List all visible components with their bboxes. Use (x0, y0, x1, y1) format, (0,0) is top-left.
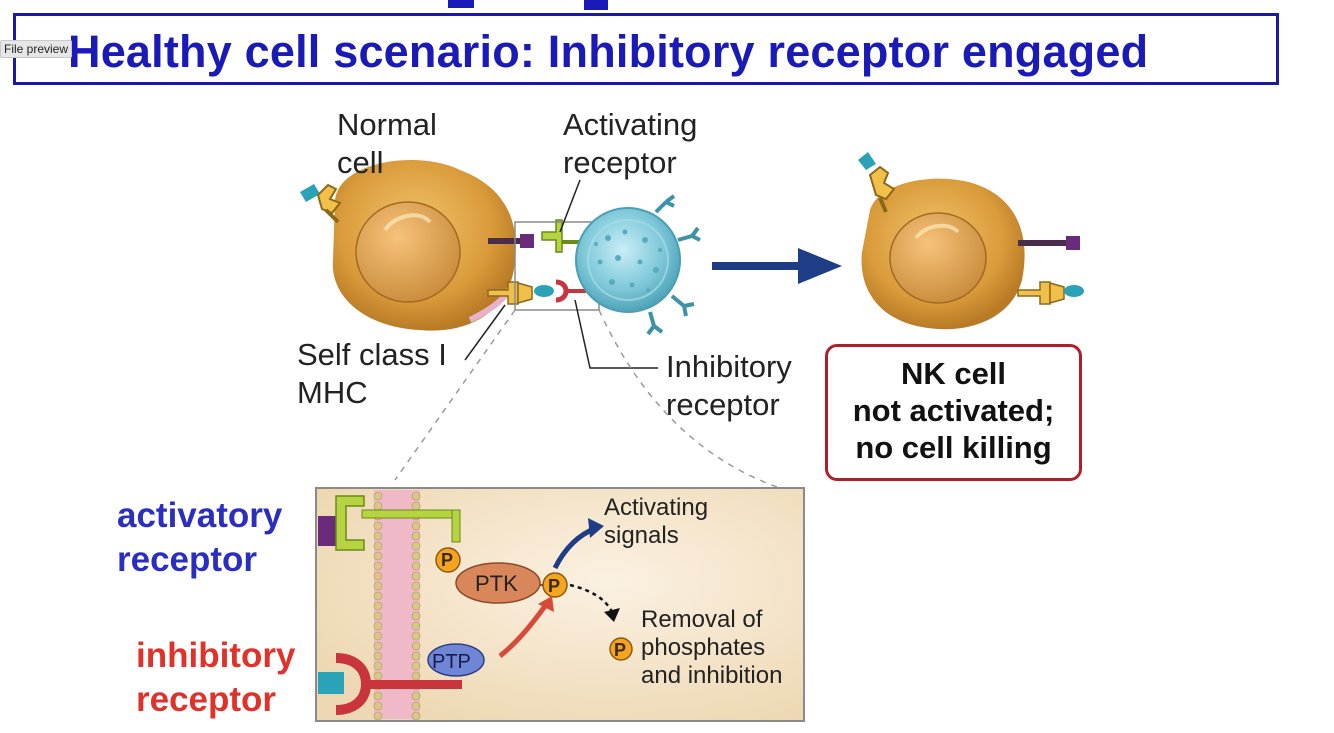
zoom-lines (394, 309, 781, 489)
self-mhc-lower-icon (487, 281, 554, 305)
slide-title: Healthy cell scenario: Inhibitory recept… (68, 26, 1149, 77)
outcome-line-1: NK cell (900, 356, 1007, 391)
phosphate-label-3: P (614, 640, 627, 660)
outcome-arrow (712, 248, 842, 284)
ptp-label: PTP (432, 651, 471, 673)
phosphate-label-1: P (441, 550, 454, 570)
leader-lines (464, 179, 658, 369)
file-preview-badge[interactable]: File preview (0, 40, 73, 58)
phosphate-label-2: P (548, 576, 561, 596)
cut-off-heading-glyph (448, 0, 608, 10)
healthy-cell-outcome (858, 152, 1084, 330)
activating-ligand (488, 234, 534, 248)
normal-cell (332, 160, 516, 331)
outcome-line-2: not activated; (852, 393, 1055, 428)
self-mhc-icon (300, 183, 342, 224)
ptk-label: PTK (475, 571, 518, 596)
nk-cell (575, 194, 701, 336)
inhibitory-receptor-icon (555, 279, 586, 303)
outcome-line-3: no cell killing (855, 430, 1052, 465)
signaling-inset (315, 487, 805, 722)
activating-receptor-icon (541, 219, 580, 253)
outcome-box: NK cell not activated; no cell killing (825, 344, 1082, 481)
